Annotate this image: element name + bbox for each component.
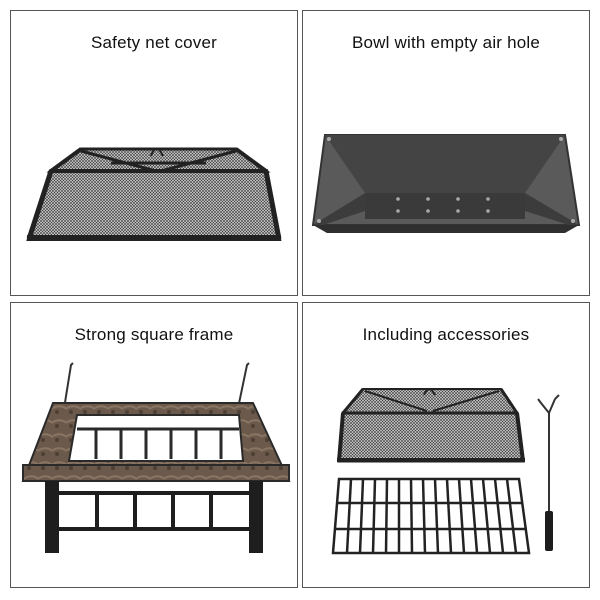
panel-caption: Strong square frame: [74, 325, 234, 344]
panel-caption: Bowl with empty air hole: [351, 33, 541, 52]
panel-square-frame: Strong square frame: [10, 302, 298, 588]
accessories-icon: [331, 388, 560, 555]
square-frame-icon: [21, 362, 291, 553]
panel-caption: Including accessories: [362, 325, 530, 344]
fire-bowl-icon: [311, 134, 581, 233]
poker-icon: [537, 394, 560, 551]
panel-accessories: Including accessories: [302, 302, 590, 588]
mesh-cover-icon: [26, 147, 282, 241]
panel-bowl: Bowl with empty air hole: [302, 10, 590, 296]
panel-safety-net-cover: Safety net cover: [10, 10, 298, 296]
panel-caption: Safety net cover: [90, 33, 218, 52]
